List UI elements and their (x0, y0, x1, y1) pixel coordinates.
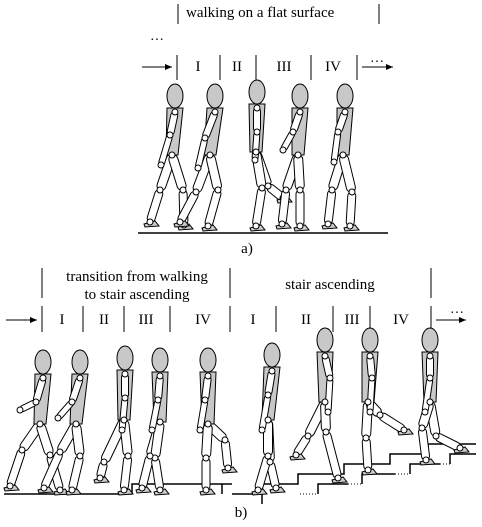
panel-b-title-stairs: stair ascending (285, 277, 375, 293)
panel-b-figures (3, 327, 470, 496)
panel-b-phase-t1: I (59, 312, 65, 328)
panel-a-dots-left: … (150, 29, 164, 44)
panel-b-stair-dots (140, 463, 450, 495)
panel-a-phase-2: II (232, 59, 242, 75)
panel-b-dots-right: … (450, 302, 464, 317)
panel-a-caption: a) (241, 241, 253, 257)
panel-a-figure-3 (248, 79, 293, 232)
panel-b-figure-1 (3, 349, 70, 496)
panel-b-title-transition-line2: to stair ascending (84, 287, 190, 303)
panel-b-figure-9 (417, 327, 470, 466)
panel-b-figure-7 (289, 327, 348, 484)
panel-b-figure-6 (251, 342, 286, 496)
panel-a-figures (143, 79, 360, 232)
panel-b-title-transition-line1: transition from walking (66, 269, 208, 285)
panel-a-title: walking on a flat surface (186, 5, 335, 21)
panel-b-figure-2 (37, 349, 89, 496)
panel-a-dots-right: … (370, 51, 384, 66)
panel-b-phase-t2: II (99, 312, 109, 328)
panel-a-figure-5 (321, 83, 360, 232)
panel-b-figure-3 (93, 345, 134, 496)
panel-a-phase-3: III (276, 59, 292, 75)
panel-b-phase-s1: I (250, 312, 256, 328)
panel-b-figure-5 (196, 347, 238, 496)
panel-b-phase-s4: IV (393, 312, 409, 328)
panel-a-figure-2 (173, 83, 224, 232)
panel-b-figure-8 (361, 327, 414, 476)
panel-a-title-bracket (177, 4, 380, 24)
panel-b-caption: b) (234, 505, 248, 521)
panel-a-phase-1: I (195, 59, 201, 75)
panel-b-phase-s3: III (344, 312, 360, 328)
panel-b-title-bracket (41, 268, 432, 298)
panel-b-phase-s2: II (301, 312, 311, 328)
panel-a-figure-4 (275, 83, 310, 232)
panel-a-phase-dividers (176, 55, 358, 80)
panel-b-phase-t3: III (138, 312, 154, 328)
panel-b-figure-4 (135, 347, 170, 496)
panel-a-phase-4: IV (325, 59, 341, 75)
panel-b-phase-t4: IV (195, 312, 211, 328)
